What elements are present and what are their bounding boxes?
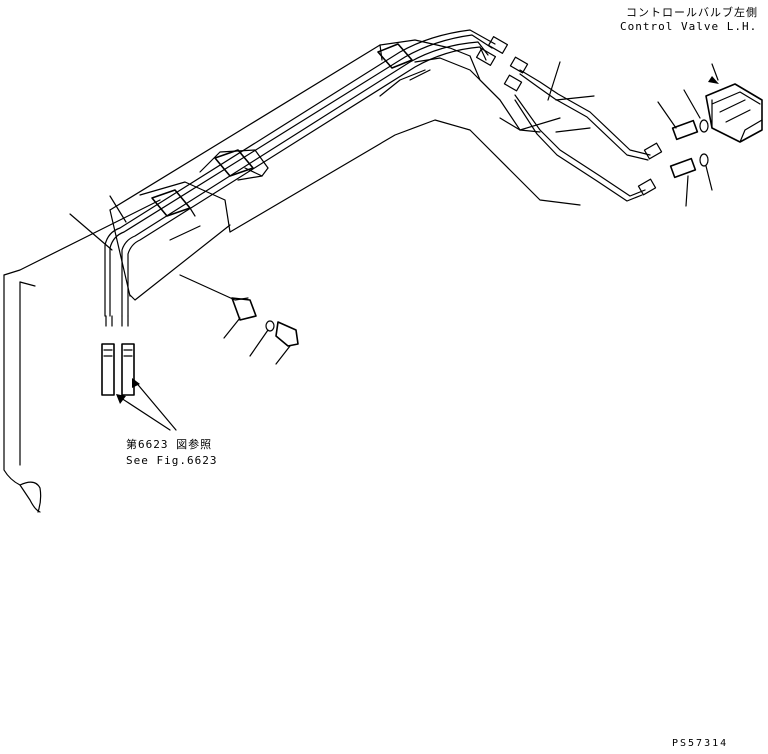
pipe-clamps — [151, 43, 413, 217]
pipe-fittings — [475, 36, 663, 196]
hoses — [101, 315, 135, 396]
hydraulic-pipes — [104, 29, 651, 317]
see-fig-label-jp: 第6623 図参照 — [126, 438, 213, 451]
arrowheads — [116, 76, 719, 404]
boom-body — [109, 39, 581, 301]
see-fig-label-en: See Fig.6623 — [126, 454, 218, 467]
elbow-fittings — [669, 119, 709, 179]
control-valve-label-en: Control Valve L.H. — [620, 20, 758, 33]
control-valve-label-jp: コントロールバルブ左側 — [626, 6, 758, 19]
leader-lines — [69, 61, 719, 431]
control-valve — [705, 83, 763, 143]
bracket-bolt — [179, 274, 299, 347]
drawing-code: PS57314 — [672, 738, 729, 749]
